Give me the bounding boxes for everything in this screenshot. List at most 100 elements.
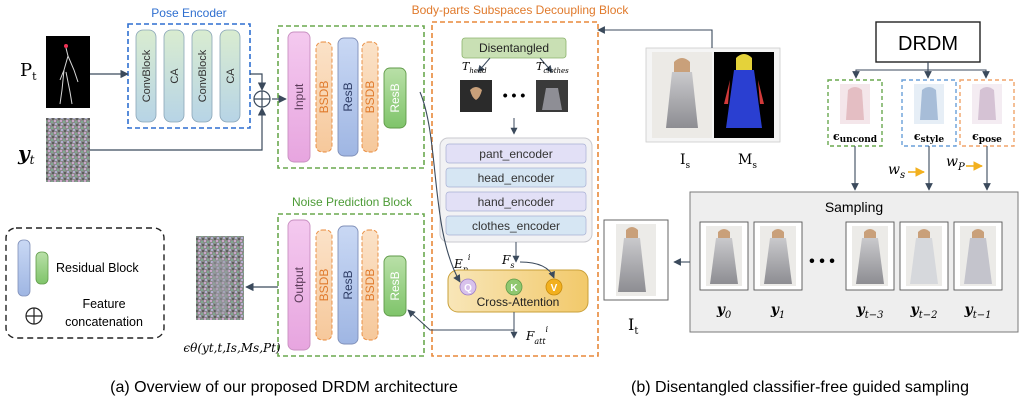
- k-label: K: [510, 283, 518, 294]
- is-label: Is: [680, 152, 691, 171]
- sampling-frame-head: [864, 229, 876, 238]
- sampling-y-label: yt−1: [964, 302, 992, 321]
- q-label: Q: [464, 283, 472, 294]
- pt-label: Pt: [20, 60, 37, 83]
- concat-arrows: [90, 69, 287, 151]
- dots-label: • • •: [503, 87, 526, 103]
- disentangled-box: [461, 37, 567, 59]
- legend: Residual Block Feature concatenation: [5, 227, 165, 339]
- sampling-title: Sampling: [825, 199, 883, 215]
- fs-label: Fs: [501, 253, 514, 270]
- sampling-frame-head: [972, 229, 984, 238]
- stack-block-resb: [383, 67, 407, 129]
- sampling-frame-dress: [764, 238, 792, 284]
- disentangled-label: Disentangled: [479, 41, 549, 55]
- v-label: V: [551, 283, 558, 294]
- sampling-y-label: y1: [770, 302, 786, 321]
- sampling-dots: • • •: [809, 253, 835, 270]
- drdm-title: DRDM: [898, 33, 958, 55]
- pose-encoder-block-label: ConvBlock: [197, 49, 209, 102]
- encoder-stack: Input BSDB ResB BSDB ResB: [277, 25, 425, 169]
- body-part-encoder: [445, 143, 587, 164]
- pose-encoder-block: [163, 29, 185, 123]
- fatt-label: Fatti: [525, 325, 549, 346]
- cross-connections: [407, 91, 514, 331]
- body-part-encoder-label: clothes_encoder: [472, 219, 560, 233]
- it-label: It: [628, 315, 638, 337]
- stack-block-label: ResB: [341, 82, 355, 111]
- ws-label: ws: [888, 162, 905, 181]
- caption-a: (a) Overview of our proposed DRDM archit…: [110, 379, 458, 396]
- sampling-y-label: yt−2: [910, 302, 938, 321]
- stack-block-label: Input: [292, 83, 306, 110]
- v-node: [545, 278, 563, 296]
- legend-green-block: [35, 251, 49, 285]
- sampling-frame-head: [918, 229, 930, 238]
- stack-block-label: BSDB: [363, 269, 377, 302]
- t-head-label: Thead: [462, 60, 487, 75]
- stack-block-label: ResB: [388, 83, 402, 112]
- body-part-encoder-label: pant_encoder: [479, 147, 552, 161]
- sampling-frame-dress: [910, 238, 938, 284]
- body-part-encoder: [445, 167, 587, 188]
- pose-input: Pt: [20, 36, 90, 108]
- caption-b: (b) Disentangled classifier-free guided …: [631, 379, 969, 396]
- stack-block-resb: [383, 255, 407, 317]
- sampling-frame-head: [718, 229, 730, 238]
- epsilon-formula: ϵθ(yt,t,Is,Ms,Pt): [183, 341, 281, 355]
- legend-concat-label-2: concatenation: [65, 315, 143, 329]
- yt-label: yt: [17, 141, 35, 167]
- ms-label: Ms: [738, 152, 757, 171]
- drdm-panel: DRDM ϵuncond ϵstyle ϵpose ws wP: [827, 21, 1015, 191]
- pose-encoder-block-label: CA: [169, 68, 181, 84]
- body-part-encoder: [445, 215, 587, 236]
- k-node: [505, 278, 523, 296]
- body-part-encoder: [445, 191, 587, 212]
- sampling-frame-dress: [964, 238, 992, 284]
- body-part-encoder-label: head_encoder: [478, 171, 555, 185]
- pose-encoder-block: [191, 29, 213, 123]
- stack-block-label: ResB: [388, 271, 402, 300]
- pose-encoder: Pose Encoder ConvBlock CA ConvBlock CA: [127, 6, 251, 129]
- cross-attention-label: Cross-Attention: [477, 295, 560, 309]
- pose-encoder-block: [135, 29, 157, 123]
- stack-block-bsdb: [315, 229, 333, 341]
- sampling-frame-head: [772, 229, 784, 238]
- output-noise-image: ϵθ(yt,t,Is,Ms,Pt): [183, 236, 281, 355]
- sampling-panel: Sampling • • • y0 y1 yt−3 yt−2 yt−1: [689, 191, 1019, 333]
- pose-encoder-block-label: CA: [225, 68, 237, 84]
- sampling-y-label: y0: [716, 302, 732, 321]
- wp-label: wP: [946, 154, 965, 173]
- pose-encoder-title: Pose Encoder: [151, 6, 226, 20]
- stack-block-label: BSDB: [317, 81, 331, 114]
- stack-block-input: [287, 31, 311, 163]
- stack-block-output: [287, 219, 311, 351]
- target-output: It: [603, 219, 690, 337]
- sampling-frame-dress: [710, 238, 738, 284]
- body-part-encoder-label: hand_encoder: [478, 195, 555, 209]
- stack-block-label: ResB: [341, 270, 355, 299]
- q-node: [459, 278, 477, 296]
- legend-blue-block: [17, 239, 31, 297]
- pose-encoder-block: [219, 29, 241, 123]
- body-parts-block: Body-parts Subspaces Decoupling Block Di…: [412, 3, 630, 357]
- stack-block-resb: [337, 225, 359, 345]
- sampling-frame-dress: [856, 238, 884, 284]
- t-clothes-label: Tclothes: [536, 60, 569, 75]
- legend-residual-label: Residual Block: [56, 261, 139, 275]
- stack-block-resb: [337, 37, 359, 157]
- stack-block-label: Output: [292, 266, 306, 303]
- noise-block-title: Noise Prediction Block: [292, 195, 413, 209]
- stack-block-bsdb: [315, 41, 333, 153]
- body-parts-title: Body-parts Subspaces Decoupling Block: [412, 3, 630, 17]
- yt-input: yt: [17, 118, 90, 182]
- sampling-y-label: yt−3: [856, 302, 884, 321]
- stack-block-bsdb: [361, 229, 379, 341]
- legend-concat-label-1: Feature: [82, 297, 125, 311]
- stack-block-bsdb: [361, 41, 379, 153]
- concat-symbol: [253, 90, 271, 108]
- stack-block-label: BSDB: [363, 81, 377, 114]
- pose-encoder-block-label: ConvBlock: [141, 49, 153, 102]
